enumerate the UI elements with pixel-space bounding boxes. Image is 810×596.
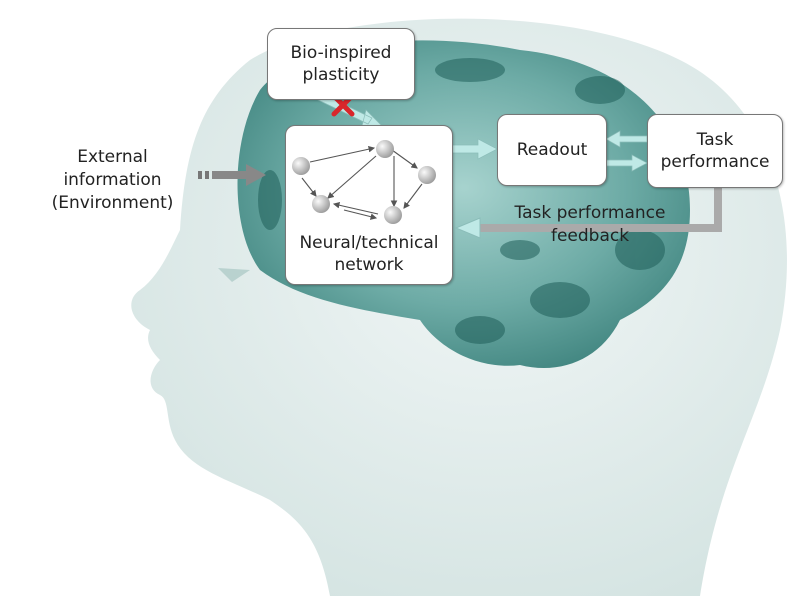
readout-box: Readout: [497, 114, 607, 186]
sphere-node-icon: [292, 157, 310, 175]
eye: [218, 268, 250, 282]
brain-folds: [258, 58, 665, 344]
sphere-node-icon: [418, 166, 436, 184]
network-graph: [292, 140, 436, 224]
input-arrow: [198, 164, 266, 186]
feedback-arrow-head: [454, 217, 481, 239]
sphere-node-icon: [384, 206, 402, 224]
task-to-readout-arrow: [605, 130, 648, 148]
sphere-node-icon: [376, 140, 394, 158]
sphere-node-icon: [312, 195, 330, 213]
readout-to-task-arrow: [605, 154, 648, 172]
feedback-line: [474, 187, 722, 232]
